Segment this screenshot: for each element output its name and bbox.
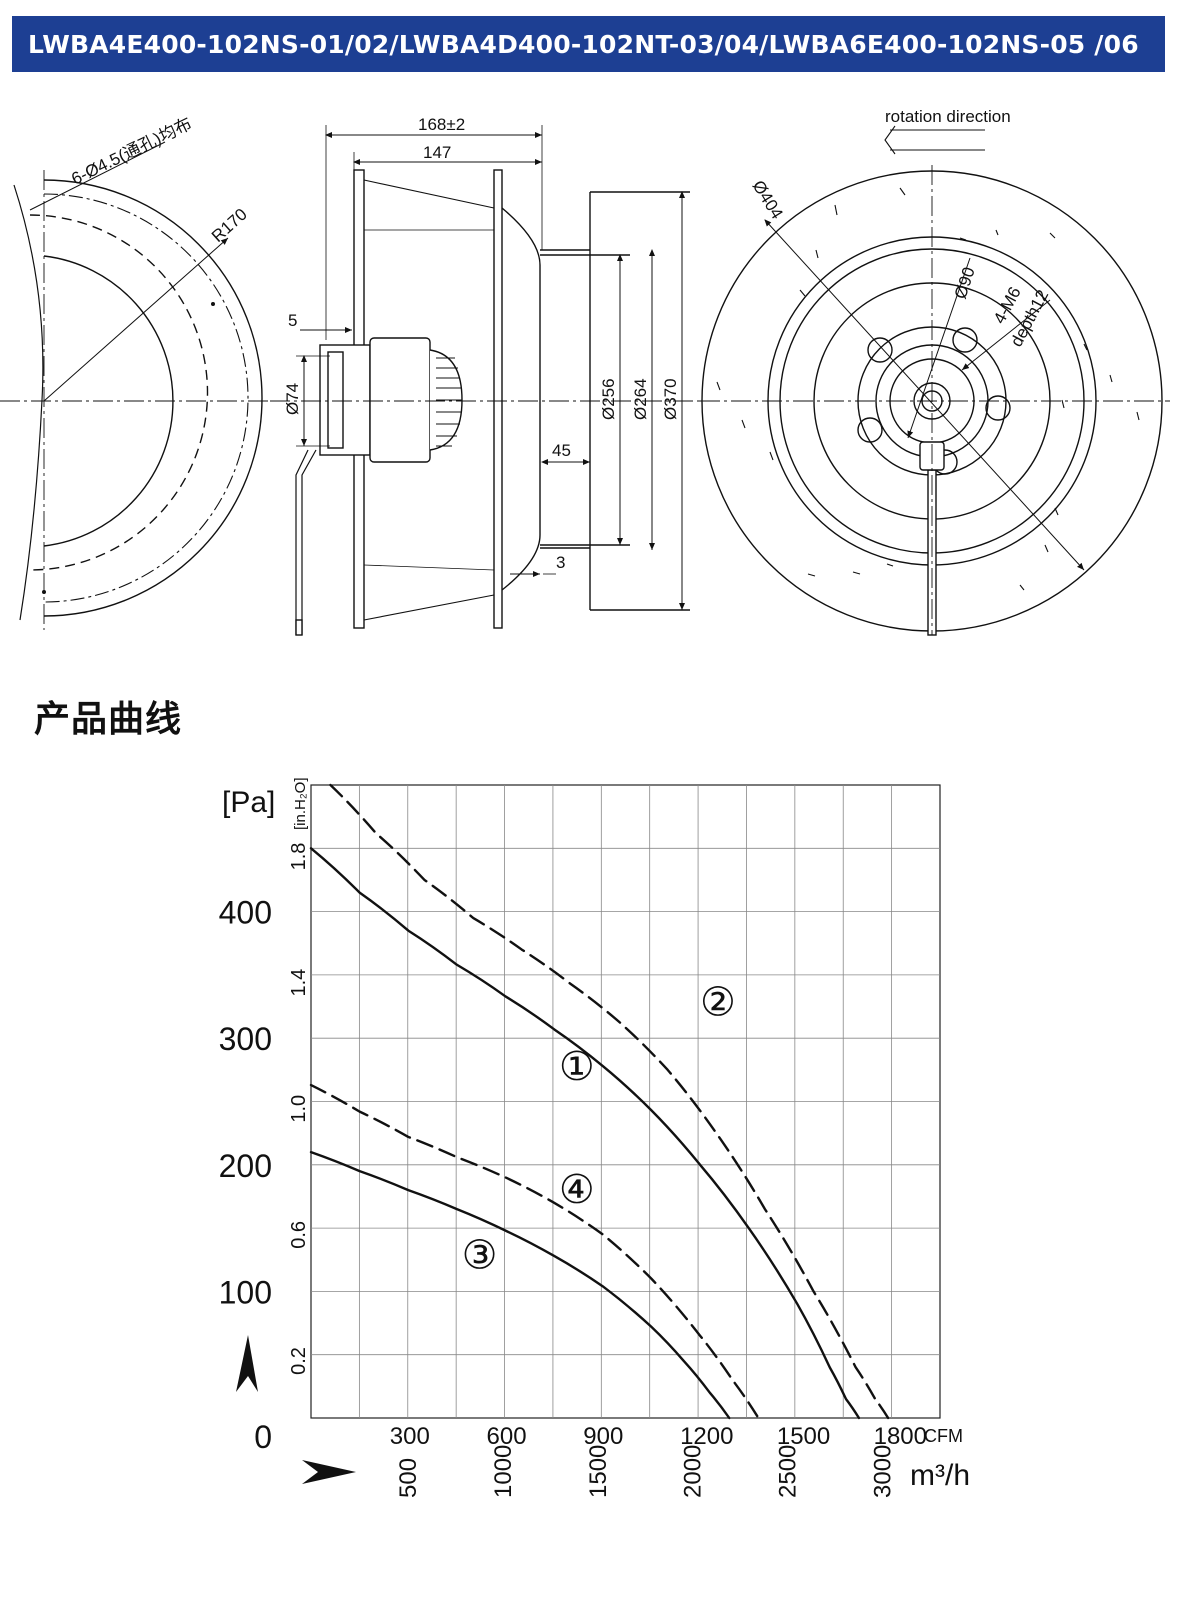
x-tick-label-m3h: 2500 <box>775 1445 802 1498</box>
holes-label: 6-Ø4.5(通孔)均布 <box>68 114 194 189</box>
y2-tick-label: 1.8 <box>288 843 310 871</box>
diameter-256-label: Ø256 <box>599 378 618 420</box>
x-tick-label-m3h: 500 <box>395 1458 422 1498</box>
curve-label-2: ② <box>700 980 736 1024</box>
y-tick-label: 0 <box>254 1419 272 1455</box>
width-total-label: 168±2 <box>418 115 465 134</box>
x-tick-label-cfm: 1800 <box>874 1423 927 1450</box>
side-view <box>270 125 700 636</box>
curve-series-4 <box>309 1083 760 1420</box>
impeller-slots <box>716 187 1140 591</box>
y2-tick-label: 1.4 <box>288 969 310 997</box>
curve-series-1 <box>309 847 861 1420</box>
performance-chart: 0 100 200 300 400 0.2 0.6 1.0 1.4 1.8 300 600 900 120… <box>219 778 970 1499</box>
y-tick-label: 100 <box>219 1274 272 1310</box>
diameter-370-label: Ø370 <box>661 378 680 420</box>
x-tick-label-m3h: 2000 <box>680 1445 707 1498</box>
y-tick-label: 300 <box>219 1021 272 1057</box>
technical-drawing: 6-Ø4.5(通孔)均布 R170 168±2 147 5 Ø74 45 3 Ø… <box>0 107 1170 636</box>
title-bar: LWBA4E400-102NS-01/02/LWBA4D400-102NT-03… <box>12 16 1165 72</box>
curve-series-3 <box>309 1150 731 1420</box>
x-tick-label-cfm: 300 <box>390 1423 430 1450</box>
x-tick-label-cfm: 1200 <box>680 1423 733 1450</box>
flange-thickness-label: 5 <box>288 311 297 330</box>
hub-diameter-label: Ø74 <box>283 383 302 415</box>
x-tick-label-cfm: 900 <box>583 1423 623 1450</box>
right-arrow-icon <box>302 1460 356 1484</box>
curve-label-1: ① <box>559 1045 595 1089</box>
curve-label-4: ④ <box>559 1168 595 1212</box>
inlet-depth-label: 45 <box>552 441 571 460</box>
x-unit-label: CFM <box>924 1426 963 1446</box>
curve-series-2 <box>329 783 890 1420</box>
up-arrow-icon <box>236 1335 258 1392</box>
diameter-90-label: Ø90 <box>951 265 979 301</box>
y-tick-label: 200 <box>219 1148 272 1184</box>
section-title: 产品曲线 <box>34 699 183 740</box>
y2-tick-label: 1.0 <box>288 1095 310 1123</box>
front-flange-view <box>0 141 270 630</box>
y2-tick-label: 0.2 <box>288 1347 310 1375</box>
radius-label: R170 <box>208 205 251 246</box>
x-tick-label-m3h: 1000 <box>490 1445 517 1498</box>
x2-unit-label: m³/h <box>910 1459 970 1492</box>
x-tick-label-cfm: 1500 <box>777 1423 830 1450</box>
rotation-direction-label: rotation direction <box>885 107 1011 126</box>
x-tick-label-m3h: 1500 <box>585 1445 612 1498</box>
y-tick-label: 400 <box>219 895 272 931</box>
x-tick-label-m3h: 3000 <box>870 1445 897 1498</box>
y-unit-label: [Pa] <box>222 786 275 819</box>
x-tick-label-cfm: 600 <box>487 1423 527 1450</box>
impeller-view <box>700 125 1170 636</box>
inlet-lip-label: 3 <box>556 553 565 572</box>
y2-tick-label: 0.6 <box>288 1221 310 1249</box>
diameter-264-label: Ø264 <box>631 378 650 420</box>
width-inner-label: 147 <box>423 143 451 162</box>
curve-label-3: ③ <box>462 1234 498 1278</box>
diameter-404-label: Ø404 <box>749 177 787 222</box>
chart-grid <box>310 784 941 1419</box>
chart-curves <box>309 783 890 1420</box>
model-title: LWBA4E400-102NS-01/02/LWBA4D400-102NT-03… <box>28 29 1139 59</box>
chart-labels: 0 100 200 300 400 0.2 0.6 1.0 1.4 1.8 300 600 900 120… <box>219 843 927 1498</box>
y2-unit-label: [in.H₂O] <box>292 778 309 831</box>
